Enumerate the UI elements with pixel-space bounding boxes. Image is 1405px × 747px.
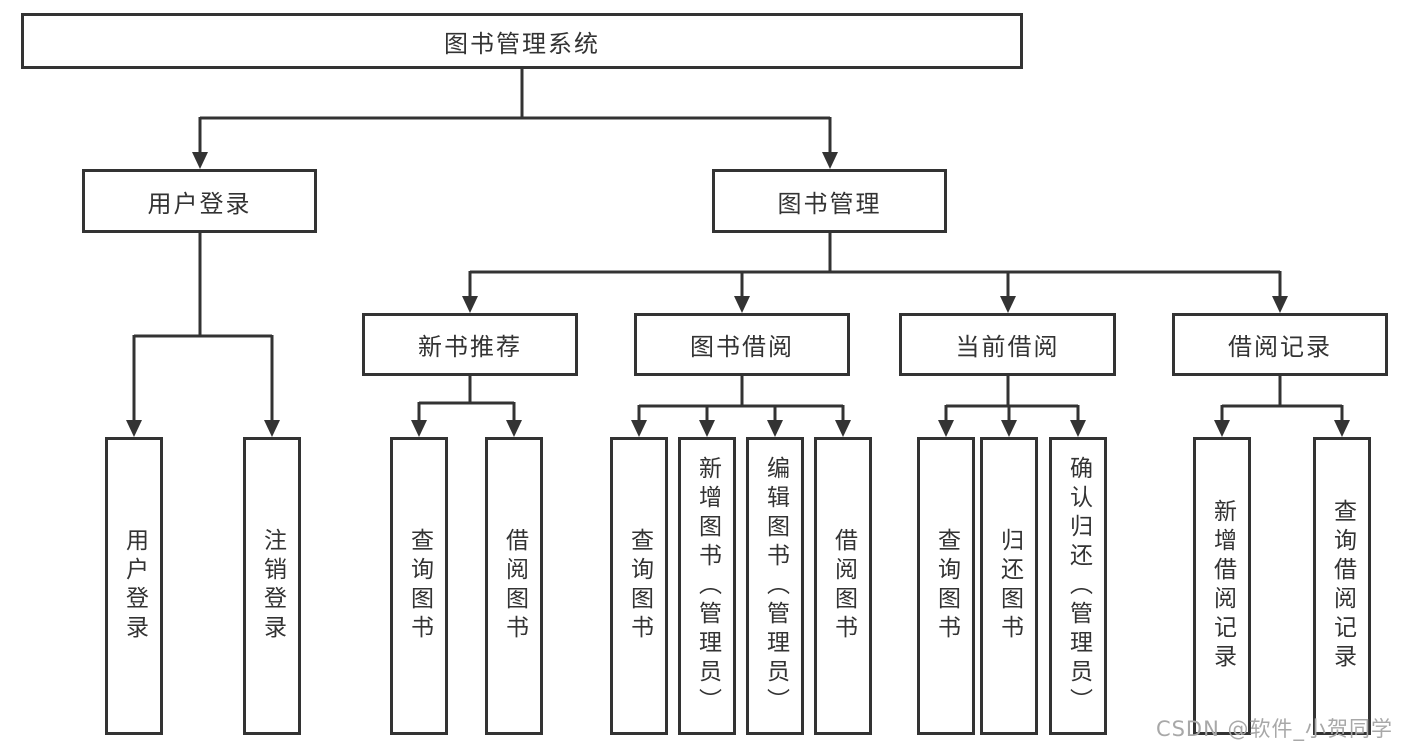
leaf-user-login-label: 用户登录 — [121, 528, 148, 644]
leaf-edit-book-admin-label: 编辑图书（管理员） — [762, 455, 789, 717]
leaf-query-books-borrow: 查询图书 — [610, 437, 668, 735]
leaf-confirm-return-admin-label: 确认归还（管理员） — [1065, 455, 1092, 717]
leaf-borrow-books: 借阅图书 — [814, 437, 872, 735]
leaf-query-borrow-record-label: 查询借阅记录 — [1329, 499, 1356, 673]
leaf-query-books-current-label: 查询图书 — [933, 528, 960, 644]
leaf-add-book-admin-label: 新增图书（管理员） — [694, 455, 721, 717]
leaf-return-book: 归还图书 — [980, 437, 1038, 735]
node-user-login-label: 用户登录 — [147, 189, 252, 218]
watermark: CSDN @软件_小贺同学 — [1155, 717, 1393, 741]
node-book-management: 图书管理 — [712, 169, 947, 233]
node-root: 图书管理系统 — [21, 13, 1023, 69]
node-current-borrow-label: 当前借阅 — [955, 333, 1060, 361]
node-root-label: 图书管理系统 — [444, 29, 600, 58]
leaf-query-books-recommend: 查询图书 — [390, 437, 448, 735]
leaf-query-books-recommend-label: 查询图书 — [406, 528, 433, 644]
node-book-management-label: 图书管理 — [777, 189, 882, 218]
leaf-logout-label: 注销登录 — [259, 528, 286, 644]
leaf-add-borrow-record-label: 新增借阅记录 — [1209, 499, 1236, 673]
leaf-logout: 注销登录 — [243, 437, 301, 735]
node-borrow-records: 借阅记录 — [1172, 313, 1388, 376]
leaf-query-borrow-record: 查询借阅记录 — [1313, 437, 1371, 735]
node-borrow-records-label: 借阅记录 — [1228, 333, 1332, 361]
leaf-borrow-books-recommend: 借阅图书 — [485, 437, 543, 735]
node-new-book-recommend-label: 新书推荐 — [418, 333, 522, 361]
leaf-borrow-books-label: 借阅图书 — [830, 528, 857, 644]
leaf-query-books-current: 查询图书 — [917, 437, 975, 735]
leaf-borrow-books-recommend-label: 借阅图书 — [501, 528, 528, 644]
leaf-add-book-admin: 新增图书（管理员） — [678, 437, 736, 735]
leaf-user-login: 用户登录 — [105, 437, 163, 735]
leaf-confirm-return-admin: 确认归还（管理员） — [1049, 437, 1107, 735]
node-book-borrow: 图书借阅 — [634, 313, 850, 376]
node-new-book-recommend: 新书推荐 — [362, 313, 578, 376]
leaf-return-book-label: 归还图书 — [996, 528, 1023, 644]
node-user-login: 用户登录 — [82, 169, 317, 233]
leaf-query-books-borrow-label: 查询图书 — [626, 528, 653, 644]
node-book-borrow-label: 图书借阅 — [690, 333, 794, 361]
leaf-add-borrow-record: 新增借阅记录 — [1193, 437, 1251, 735]
leaf-edit-book-admin: 编辑图书（管理员） — [746, 437, 804, 735]
node-current-borrow: 当前借阅 — [899, 313, 1116, 376]
